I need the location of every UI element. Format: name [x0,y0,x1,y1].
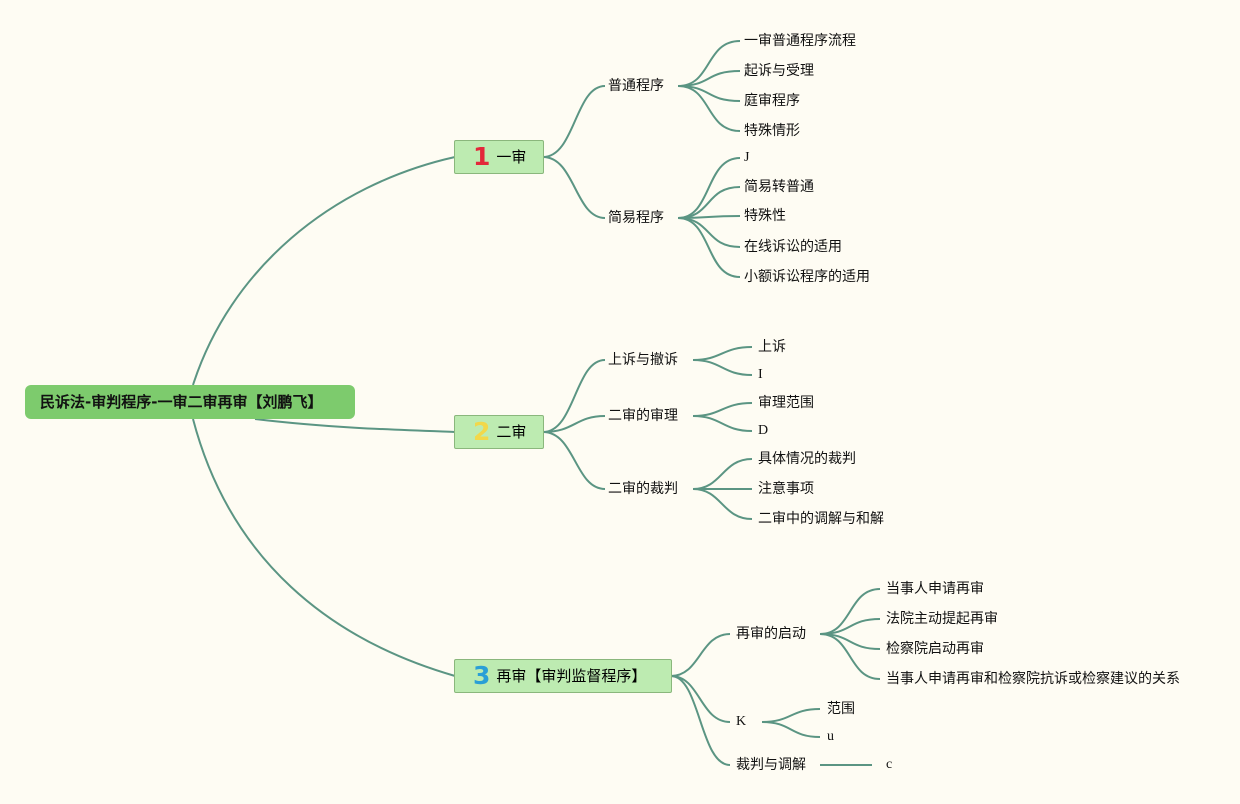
main-topic-3-label: 再审【审判监督程序】 [496,667,647,685]
leaf-item[interactable]: I [758,367,763,382]
subtopic-caipan[interactable]: 二审的裁判 [608,481,678,497]
leaf-item[interactable]: 注意事项 [758,481,814,497]
leaf-item[interactable]: 特殊性 [744,208,786,224]
leaf-item[interactable]: D [758,423,769,438]
connector-root-topic3 [192,418,456,677]
leaf-item[interactable]: 小额诉讼程序的适用 [744,269,870,285]
connector-t1c2-l5 [677,217,741,278]
connector-t3c2-l2 [761,721,821,738]
subtopic-jianyi[interactable]: 简易程序 [608,210,664,226]
leaf-item[interactable]: 检察院启动再审 [886,641,984,657]
connector-t2c2-l2 [692,415,753,432]
connector-t2c2-l1 [692,402,753,417]
connector-t3-c3 [670,675,731,766]
number-1-icon: 1 [473,142,491,171]
connector-t1-c1 [542,85,606,158]
connector-t1c2-l1 [677,157,741,219]
connector-t1c1-l1 [677,40,741,87]
connector-t2-c2 [542,415,606,433]
leaf-item[interactable]: 审理范围 [758,395,814,411]
subtopic-shangsu[interactable]: 上诉与撤诉 [608,352,678,368]
connector-t1c2-l2 [677,186,741,219]
leaf-item[interactable]: 起诉与受理 [744,63,814,79]
connector-t1c2-l4 [677,217,741,248]
connector-t2c1-l1 [692,346,753,361]
connector-t3-c2 [670,675,731,723]
leaf-item[interactable]: 庭审程序 [744,93,800,109]
connector-t3-c1 [670,633,731,677]
leaf-item[interactable]: 二审中的调解与和解 [758,511,884,527]
connector-t1-c2 [542,156,606,219]
connector-t2c3-l1 [692,458,753,490]
leaf-item[interactable]: 上诉 [758,339,786,355]
leaf-item[interactable]: 具体情况的裁判 [758,451,856,467]
root-topic[interactable]: 民诉法-审判程序-一审二审再审【刘鹏飞】 [25,385,355,419]
subtopic-k[interactable]: K [736,714,747,729]
connector-t2-c1 [542,359,606,433]
leaf-item[interactable]: 范围 [827,701,855,717]
connector-t2c3-l3 [692,488,753,520]
subtopic-caipan-tiaojie[interactable]: 裁判与调解 [736,757,806,773]
main-topic-3[interactable]: 3 再审【审判监督程序】 [454,659,672,693]
connector-t2c1-l2 [692,359,753,376]
number-3-icon: 3 [473,661,491,690]
leaf-item[interactable]: c [886,757,893,772]
leaf-item[interactable]: 简易转普通 [744,179,814,195]
leaf-item[interactable]: 特殊情形 [744,123,800,139]
leaf-item[interactable]: J [744,150,750,165]
connector-t3c1-l4 [819,633,881,680]
subtopic-putong[interactable]: 普通程序 [608,78,664,94]
leaf-item[interactable]: u [827,729,834,744]
connector-t1c1-l4 [677,85,741,132]
connector-root-topic2 [254,418,456,433]
leaf-item[interactable]: 法院主动提起再审 [886,611,998,627]
leaf-item[interactable]: 在线诉讼的适用 [744,239,842,255]
leaf-item[interactable]: 一审普通程序流程 [744,33,856,49]
main-topic-2[interactable]: 2 二审 [454,415,544,449]
subtopic-shenli[interactable]: 二审的审理 [608,408,678,424]
main-topic-1-label: 一审 [496,148,527,166]
main-topic-1[interactable]: 1 一审 [454,140,544,174]
connector-t3c1-l1 [819,588,881,635]
number-2-icon: 2 [473,417,491,446]
connector-t3c2-l1 [761,708,821,723]
leaf-item[interactable]: 当事人申请再审 [886,581,984,597]
main-topic-2-label: 二审 [496,423,527,441]
leaf-item[interactable]: 当事人申请再审和检察院抗诉或检察建议的关系 [886,671,1180,687]
subtopic-qidong[interactable]: 再审的启动 [736,626,806,642]
connector-t2-c3 [542,431,606,490]
connector-root-topic1 [192,156,456,386]
